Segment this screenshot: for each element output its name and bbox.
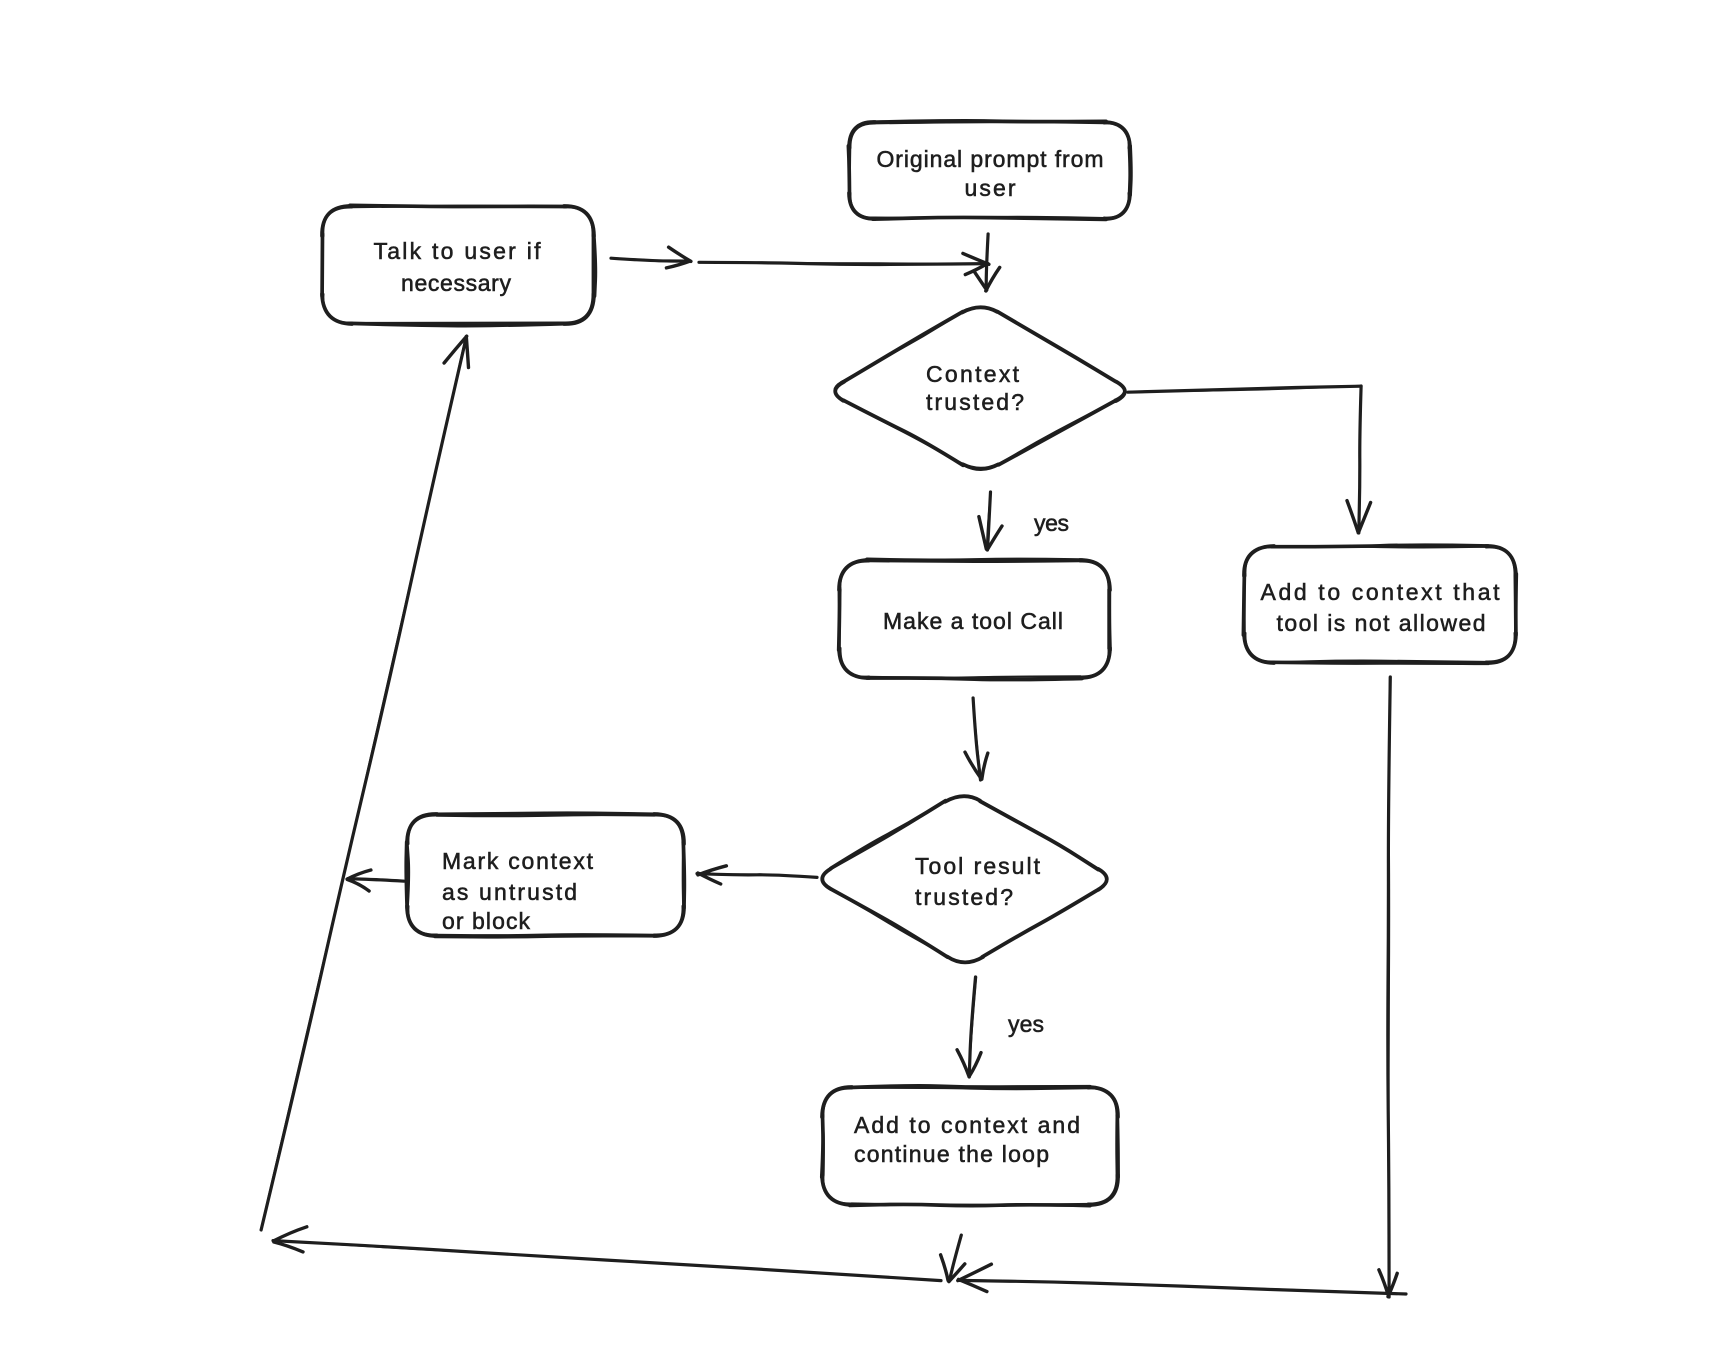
svg-text:trusted?: trusted? — [926, 389, 1024, 415]
svg-text:Mark context: Mark context — [442, 848, 594, 874]
svg-text:continue the loop: continue the loop — [854, 1141, 1049, 1167]
svg-text:Tool result: Tool result — [915, 853, 1041, 879]
svg-text:trusted?: trusted? — [915, 884, 1013, 910]
svg-text:Context: Context — [926, 361, 1020, 387]
svg-text:yes: yes — [1034, 510, 1069, 536]
svg-text:Add to context that: Add to context that — [1261, 579, 1501, 605]
svg-text:as untrustd: as untrustd — [442, 879, 577, 905]
svg-text:or block: or block — [442, 908, 531, 934]
svg-text:tool is not allowed: tool is not allowed — [1277, 610, 1486, 636]
svg-text:Talk to user if: Talk to user if — [374, 238, 542, 264]
svg-text:Original prompt from: Original prompt from — [877, 146, 1104, 172]
svg-text:user: user — [965, 175, 1016, 201]
svg-text:Make a tool Call: Make a tool Call — [883, 608, 1063, 634]
svg-text:yes: yes — [1008, 1011, 1044, 1037]
svg-text:Add to context and: Add to context and — [854, 1112, 1080, 1138]
svg-text:necessary: necessary — [401, 270, 512, 296]
